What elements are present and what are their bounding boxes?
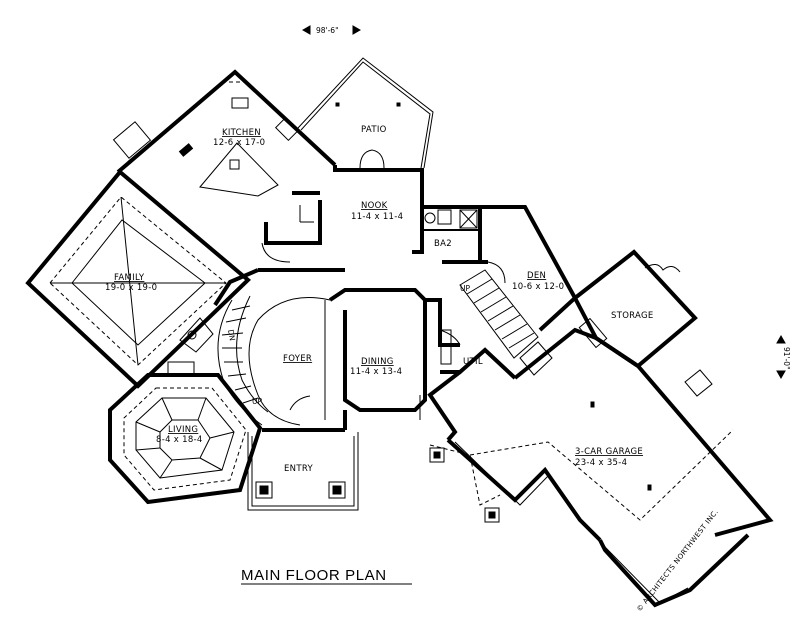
util-label: UTIL (463, 357, 483, 367)
plan-title: MAIN FLOOR PLAN (241, 567, 387, 584)
entry-label: ENTRY (284, 464, 313, 474)
foyer-room (213, 268, 345, 426)
kitchen-label: KITCHEN (222, 128, 261, 138)
overall-width-label: 98'-6" (316, 26, 339, 35)
garage-room (427, 327, 774, 608)
den-stair-up-label: UP (460, 284, 470, 293)
garage-size: 23-4 x 35-4 (575, 458, 627, 468)
nook-room (261, 165, 424, 263)
living-room (108, 361, 263, 505)
living-size: 8-4 x 18-4 (156, 435, 203, 445)
util-room (425, 298, 517, 380)
storage-room (572, 249, 698, 369)
family-label: FAMILY (114, 273, 145, 283)
bath2-room (422, 205, 482, 264)
entry-room (247, 428, 359, 511)
nook-label: NOOK (361, 201, 388, 211)
dining-label: DINING (361, 357, 394, 367)
overall-depth-label: 91'-0" (782, 347, 791, 370)
main-stair-dn-label: DN (226, 329, 237, 342)
patio-label: PATIO (361, 125, 387, 135)
den-room (480, 205, 578, 332)
bath2-label: BA2 (434, 239, 452, 249)
dining-size: 11-4 x 13-4 (350, 367, 402, 377)
storage-label: STORAGE (611, 311, 654, 321)
living-label: LIVING (168, 425, 198, 435)
main-stair-up-label: UP (252, 397, 262, 406)
garage-label: 3-CAR GARAGE (575, 447, 643, 457)
den-label: DEN (527, 271, 546, 281)
family-room (25, 169, 251, 389)
den-size: 10-6 x 12-0 (512, 282, 564, 292)
overall-width-dimension: 98'-6" (301, 25, 362, 35)
nook-size: 11-4 x 11-4 (351, 212, 403, 222)
family-size: 19-0 x 19-0 (105, 283, 157, 293)
kitchen-size: 12-6 x 17-0 (213, 138, 265, 148)
kitchen-room (112, 69, 337, 197)
foyer-label: FOYER (283, 354, 312, 364)
patio-room (297, 57, 434, 169)
den-stair (459, 269, 553, 376)
overall-depth-dimension: 91'-0" (776, 334, 791, 380)
dining-room (328, 288, 427, 430)
